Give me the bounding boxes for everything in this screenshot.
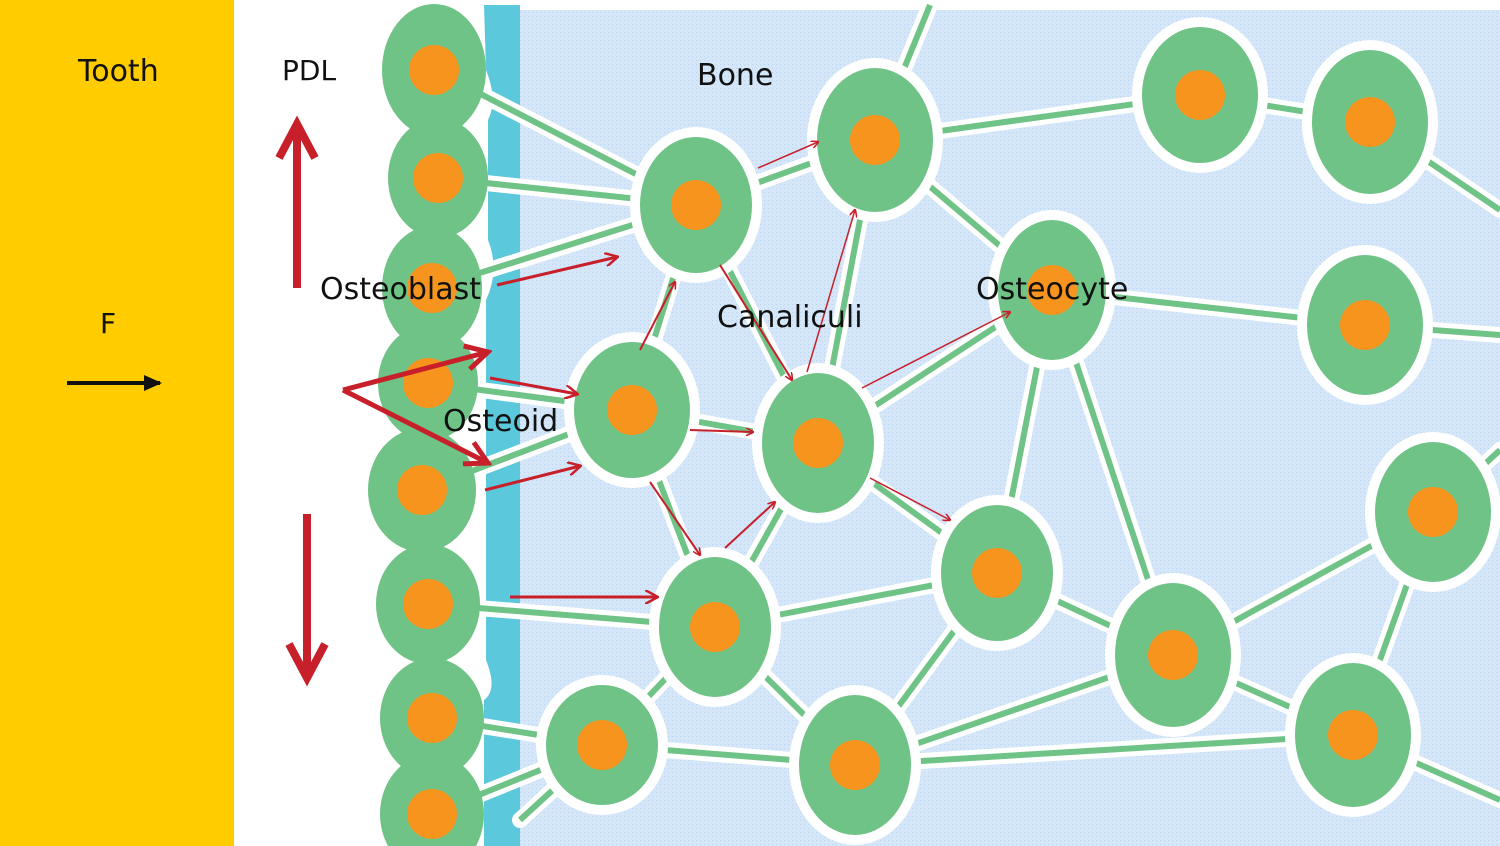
osteocyte-cell (564, 332, 700, 488)
signal-arrow (496, 257, 617, 287)
cell-nucleus (671, 180, 721, 230)
osteocyte-cell (1105, 573, 1241, 737)
cell-nucleus (407, 263, 457, 313)
pdl-label: PDL (282, 54, 337, 87)
cell-nucleus (607, 385, 657, 435)
osteocyte-cell (1302, 40, 1438, 204)
osteoid-layer (484, 5, 520, 846)
osteoblast-cell (388, 118, 488, 238)
bone-label: Bone (697, 58, 774, 93)
osteocyte-cell (807, 58, 943, 222)
cell-nucleus (830, 740, 880, 790)
force-label: F (100, 307, 117, 340)
tooth-region (0, 0, 234, 846)
osteoblast-cell (376, 544, 480, 664)
tension-arrow-up-icon (275, 115, 319, 288)
cell-nucleus (409, 45, 459, 95)
osteocyte-cell (630, 127, 762, 283)
osteocyte-cell (536, 675, 668, 815)
cell-nucleus (1408, 487, 1458, 537)
cell-nucleus (1175, 70, 1225, 120)
signal-arrow (649, 481, 700, 555)
osteoblast-cell (382, 226, 482, 350)
osteocyte-cell (649, 547, 781, 707)
signal-arrow-icon (341, 352, 488, 463)
canaliculus (854, 732, 1354, 768)
signal-arrow (689, 430, 753, 432)
osteoblast-label: Osteoblast (320, 272, 481, 307)
osteoblast-cell (368, 428, 476, 552)
osteocyte-cell (789, 685, 921, 845)
tension-arrow-down-icon (285, 514, 329, 687)
osteoblast-cell (382, 4, 486, 136)
signal-arrow (869, 477, 950, 520)
cell-layer (368, 4, 1500, 846)
tooth-label: Tooth (78, 54, 159, 89)
osteocyte-cell (752, 363, 884, 523)
signal-arrow (719, 264, 792, 380)
signal-arrow (724, 502, 775, 549)
osteocyte-cell (988, 210, 1116, 370)
cell-nucleus (1345, 97, 1395, 147)
signal-arrows (484, 142, 1010, 597)
cell-nucleus (397, 465, 447, 515)
cell-nucleus (577, 720, 627, 770)
osteocyte-label: Osteocyte (976, 272, 1129, 307)
cell-nucleus (413, 153, 463, 203)
cell-nucleus (403, 579, 453, 629)
osteoid-label: Osteoid (443, 404, 559, 439)
cell-nucleus (407, 789, 457, 839)
signal-arrow (757, 142, 818, 169)
signal-arrow (489, 376, 577, 394)
signal-arrow (861, 312, 1010, 389)
osteocyte-cell (931, 495, 1063, 651)
cell-nucleus (1027, 265, 1077, 315)
osteocyte-cell (1297, 245, 1433, 405)
cell-nucleus (1340, 300, 1390, 350)
osteocyte-cell (1285, 653, 1421, 817)
signal-arrow (484, 466, 580, 492)
cell-nucleus (850, 115, 900, 165)
cell-nucleus (690, 602, 740, 652)
cell-nucleus (1328, 710, 1378, 760)
canaliculi-label: Canaliculi (717, 300, 863, 335)
signal-arrow (639, 282, 675, 351)
osteocyte-cell (1365, 432, 1500, 592)
osteoblast-cell (380, 658, 484, 778)
osteoblast-cell (378, 325, 478, 441)
osteoblast-cell (380, 754, 484, 846)
cell-nucleus (972, 548, 1022, 598)
osteocyte-cell (1132, 17, 1268, 173)
cell-nucleus (793, 418, 843, 468)
cell-nucleus (1148, 630, 1198, 680)
cell-nucleus (407, 693, 457, 743)
signal-arrow (806, 210, 855, 373)
